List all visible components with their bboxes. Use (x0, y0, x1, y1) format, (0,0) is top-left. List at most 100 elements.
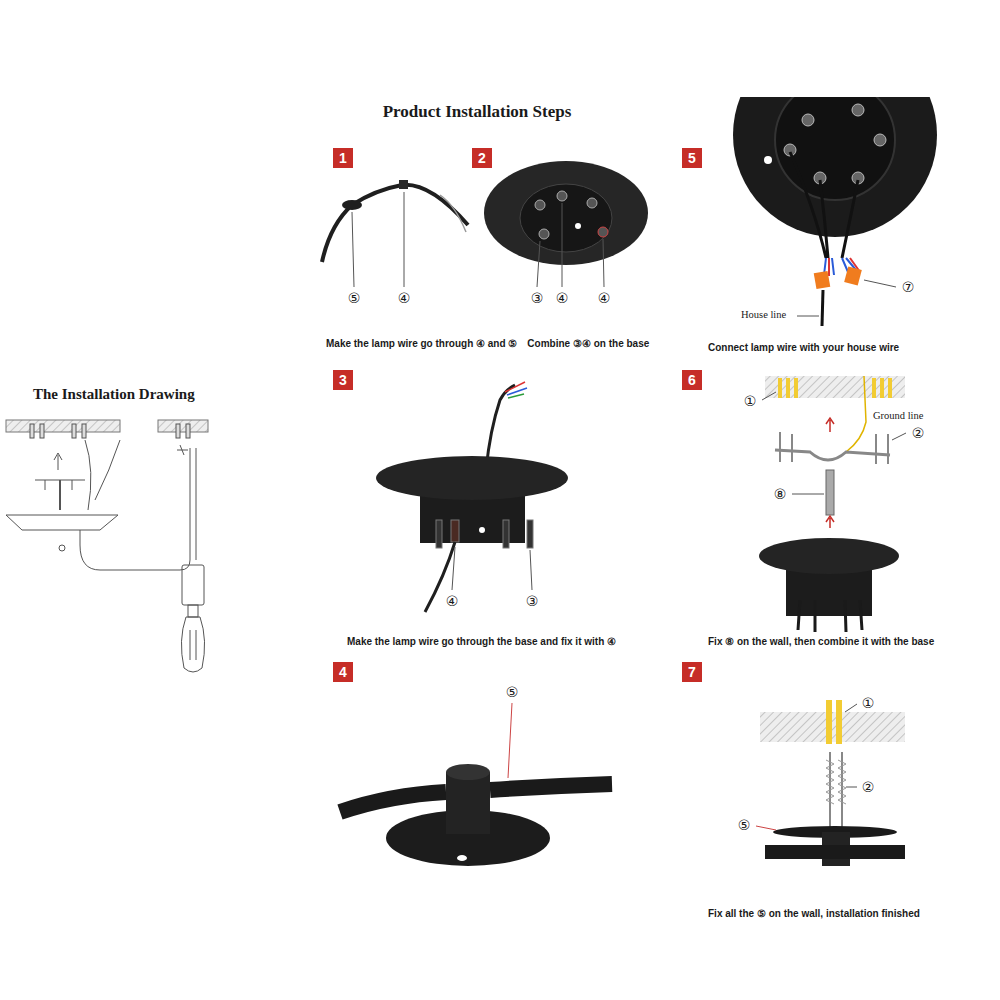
step7-fixing (756, 700, 905, 866)
step3-canopy (376, 456, 568, 500)
step6-bracket (846, 376, 866, 452)
step-caption: Make the lamp wire go through the base a… (347, 636, 616, 648)
step6-bracket (780, 432, 888, 464)
installation-drawing (30, 424, 34, 438)
step2-canopy (562, 203, 563, 287)
step-number-box: 5 (682, 148, 702, 168)
step2-canopy (539, 229, 549, 239)
step-number-box: 6 (682, 370, 702, 390)
step1-cable (352, 212, 354, 287)
step3-canopy (527, 520, 533, 548)
installation-drawing (177, 445, 188, 455)
step3-canopy (530, 550, 532, 590)
step-number: 6 (688, 373, 696, 387)
step1-cable (322, 180, 468, 287)
step3-canopy (452, 547, 455, 590)
step4-holder (446, 764, 490, 780)
step5-wiring (822, 290, 823, 326)
installation-drawing (182, 565, 204, 605)
step6-bracket (786, 378, 790, 398)
installation-drawing (158, 420, 208, 432)
step7-fixing (765, 845, 905, 859)
installation-drawing (188, 605, 198, 617)
step-number: 1 (339, 151, 347, 165)
step6-bracket (826, 418, 834, 432)
callout-number: ⑤ (505, 684, 520, 700)
step7-fixing (826, 760, 846, 804)
step2-canopy (587, 198, 597, 208)
step2-canopy (557, 191, 567, 201)
step-number: 4 (339, 665, 347, 679)
step3-canopy (451, 520, 459, 542)
callout-number: ② (861, 779, 876, 795)
step6-bracket (888, 378, 892, 398)
callout-number: ④ (445, 593, 460, 609)
step3-canopy (479, 527, 485, 533)
step1-cable (322, 185, 468, 262)
step6-bracket (759, 538, 899, 574)
installation-drawing (196, 448, 197, 560)
step1-cable (404, 192, 405, 287)
installation-drawing (6, 420, 120, 432)
step7-fixing (836, 700, 842, 744)
step5-wiring (844, 266, 862, 285)
part-label: House line (740, 309, 787, 320)
callout-number: ⑤ (737, 817, 752, 833)
step1-cable (342, 200, 362, 210)
step2-canopy (535, 200, 545, 210)
step2-canopy (484, 161, 648, 265)
callout-number: ⑦ (901, 279, 916, 295)
step6-bracket (892, 433, 906, 440)
step4-holder (340, 703, 612, 866)
step1-cable (399, 180, 408, 189)
title: Product Installation Steps (383, 102, 572, 122)
step5-wiring (733, 97, 937, 237)
step7-fixing (830, 752, 842, 832)
step3-canopy (508, 394, 524, 398)
callout-number: ③ (525, 593, 540, 609)
step5-wiring (733, 33, 937, 326)
step5-wiring (790, 152, 858, 258)
step-caption: Fix ⑧ on the wall, then combine it with … (708, 636, 934, 648)
step-number-box: 2 (472, 148, 492, 168)
step2-canopy (537, 241, 540, 287)
step4-holder (446, 772, 490, 834)
step-number: 7 (688, 665, 696, 679)
step2-canopy (484, 161, 648, 287)
step1-cable (440, 195, 466, 232)
step4-holder (508, 703, 512, 778)
step7-fixing (826, 700, 832, 744)
callout-number: ⑧ (773, 486, 788, 502)
step4-holder (340, 792, 446, 812)
installation-drawing (85, 440, 91, 510)
installation-drawing (80, 448, 190, 570)
installation-drawing (59, 545, 65, 551)
step6-bracket (778, 378, 782, 398)
installation-drawing (95, 440, 120, 500)
step6-bracket (880, 378, 884, 398)
installation-drawing (72, 424, 76, 438)
installation-drawing (40, 424, 44, 438)
callout-number: ① (861, 695, 876, 711)
step5-wiring (797, 316, 819, 317)
step-number: 2 (478, 151, 486, 165)
step6-bracket (792, 494, 824, 495)
step6-bracket (794, 378, 798, 398)
step7-fixing (760, 712, 905, 742)
step-number-box: 7 (682, 662, 702, 682)
installation-drawing (181, 617, 204, 672)
step7-fixing (846, 787, 857, 788)
step2-canopy (520, 184, 612, 252)
step2-canopy (603, 239, 604, 287)
step6-bracket (826, 470, 834, 515)
step5-wiring (864, 280, 896, 287)
callout-number: ④ (555, 290, 570, 306)
step6-bracket (872, 378, 876, 398)
installation-drawing (176, 424, 180, 438)
step-number: 5 (688, 151, 696, 165)
step6-bracket (826, 516, 834, 528)
step-number-box: 1 (333, 148, 353, 168)
step6-bracket (798, 600, 862, 632)
